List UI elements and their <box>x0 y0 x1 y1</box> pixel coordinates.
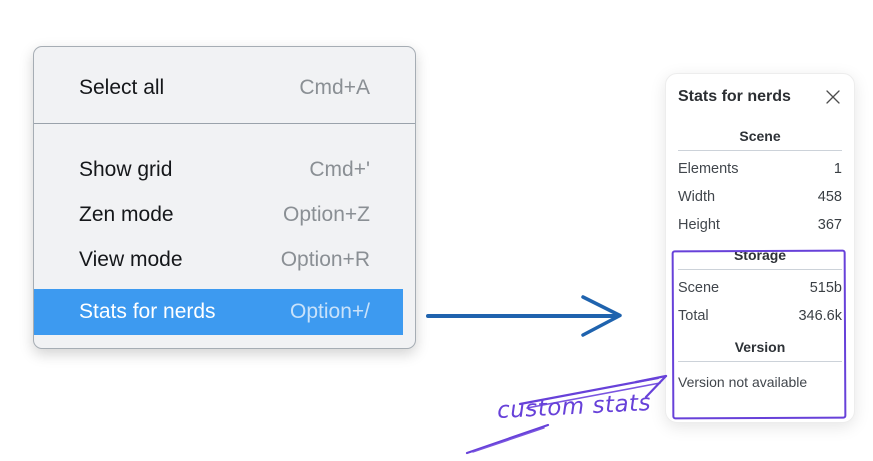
stat-label: Elements <box>678 161 739 177</box>
version-note: Version not available <box>678 374 808 390</box>
menu-item-label: View mode <box>79 247 183 271</box>
context-menu: Select all Cmd+A Show grid Cmd+' Zen mod… <box>33 46 416 349</box>
stat-label: Height <box>678 217 720 233</box>
stat-row-width: Width 458 <box>666 183 854 211</box>
section-heading-version: Version <box>734 339 786 355</box>
section-divider <box>678 269 842 270</box>
menu-item-stats-for-nerds[interactable]: Stats for nerds Option+/ <box>34 289 403 335</box>
menu-item-shortcut: Option+R <box>280 247 370 271</box>
section-divider <box>678 150 842 151</box>
menu-item-label: Show grid <box>79 157 173 181</box>
section-heading-storage: Storage <box>733 247 787 263</box>
menu-item-label: Zen mode <box>79 202 174 226</box>
menu-item-shortcut: Cmd+A <box>299 76 370 99</box>
stat-row-scene-storage: Scene 515b <box>666 274 854 302</box>
menu-item-select-all[interactable]: Select all Cmd+A <box>34 53 415 123</box>
stat-label: Width <box>678 189 716 205</box>
close-icon[interactable] <box>824 88 842 106</box>
stat-value: 346.6k <box>798 308 842 324</box>
menu-group: Show grid Cmd+' Zen mode Option+Z View m… <box>34 124 415 335</box>
menu-item-view-mode[interactable]: View mode Option+R <box>34 237 415 282</box>
stat-label: Scene <box>678 280 720 296</box>
menu-item-shortcut: Option+/ <box>290 300 370 323</box>
menu-item-label: Stats for nerds <box>79 300 216 323</box>
flow-arrow-icon <box>426 295 622 337</box>
stat-row-height: Height 367 <box>666 211 854 239</box>
stat-value: 1 <box>833 161 842 177</box>
menu-item-label: Select all <box>79 76 165 99</box>
stats-panel: Stats for nerds Scene Elements 1 Width 4… <box>665 73 855 423</box>
stat-label: Total <box>678 308 709 324</box>
menu-divider <box>34 123 415 124</box>
section-heading-scene: Scene <box>739 128 781 144</box>
annotation-arrow-icon <box>465 374 668 455</box>
menu-item-shortcut: Cmd+' <box>309 157 370 181</box>
menu-item-show-grid[interactable]: Show grid Cmd+' <box>34 147 415 192</box>
stat-row-elements: Elements 1 <box>666 155 854 183</box>
panel-title: Stats for nerds <box>678 88 791 105</box>
stat-value: 367 <box>817 217 842 233</box>
stat-row-total-storage: Total 346.6k <box>666 302 854 330</box>
stat-value: 458 <box>817 189 842 205</box>
section-divider <box>678 361 842 362</box>
menu-item-zen-mode[interactable]: Zen mode Option+Z <box>34 192 415 237</box>
stat-value: 515b <box>809 280 842 296</box>
menu-item-shortcut: Option+Z <box>283 202 370 226</box>
stats-panel-header: Stats for nerds <box>666 74 854 106</box>
